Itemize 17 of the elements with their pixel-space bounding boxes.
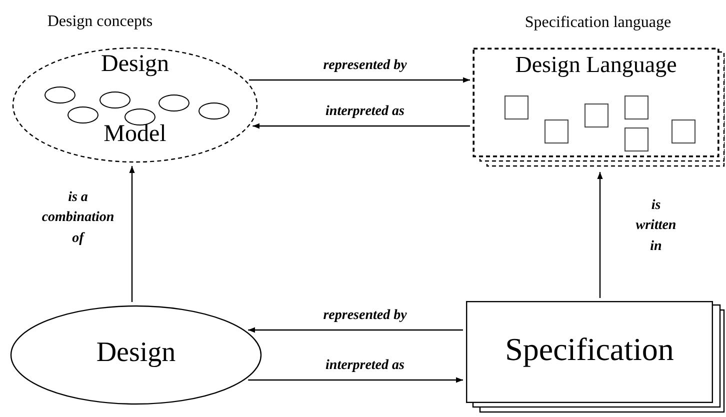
node-label: Design (100, 51, 170, 78)
node-label: Specification (504, 331, 675, 368)
heading-label: Design concepts (46, 13, 154, 31)
arrow (252, 123, 470, 129)
edge-label: interpreted as (324, 103, 406, 121)
node-label: Design Language (514, 52, 678, 78)
arrow (248, 327, 463, 333)
heading-label: Specification language (524, 14, 672, 32)
edge-label: interpreted as (324, 357, 406, 375)
edge-label: represented by (322, 57, 408, 75)
node-label: Model (102, 121, 168, 148)
arrow (248, 77, 470, 83)
edge-label: represented by (322, 307, 408, 325)
arrow (248, 377, 463, 383)
arrow (129, 166, 135, 302)
node-label: Design (95, 337, 177, 369)
arrow (597, 172, 603, 298)
